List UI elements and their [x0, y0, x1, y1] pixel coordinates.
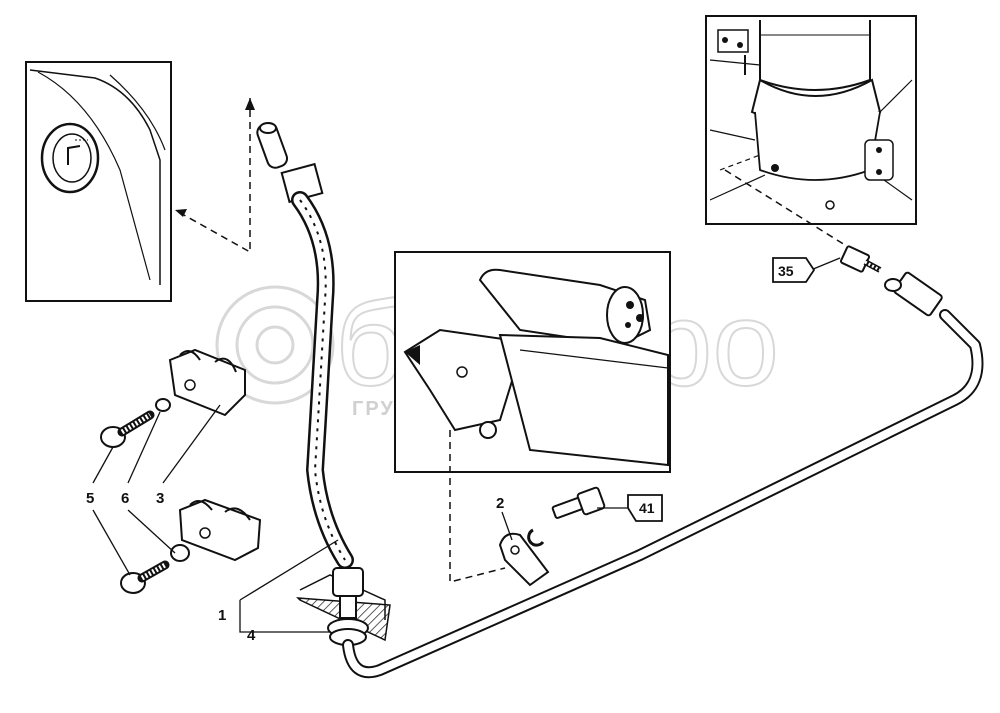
callout-2: 2: [496, 495, 504, 512]
pipe-clip-icon: [498, 532, 550, 587]
ref-41-label: 41: [639, 500, 655, 516]
bulkhead-fitting: [327, 567, 369, 646]
fitting-35: [839, 245, 882, 273]
bulkhead-nut-icon: [332, 567, 364, 597]
clamp-upper: [168, 348, 246, 417]
watermark-logo-icon: [215, 285, 335, 405]
pipe-nut-icon: [893, 271, 943, 317]
callout-5: 5: [86, 490, 94, 507]
starter-body-icon: [498, 333, 669, 467]
inset-engine-filter: [705, 15, 917, 225]
fitting-icon: [839, 245, 871, 273]
filter-icon: [759, 20, 871, 91]
pipe-clip-assembly: [498, 486, 606, 587]
callout-3: 3: [156, 490, 164, 507]
clamp-block-icon-lower: [178, 498, 262, 562]
ref-box-35: 35: [772, 257, 816, 283]
leader-gauge: [174, 98, 251, 254]
ref-35-label: 35: [778, 263, 794, 279]
clamp-lower: [178, 498, 262, 562]
inset-starter-motor: [394, 251, 671, 473]
rigid-pipe: [342, 271, 984, 679]
leader-starter: [449, 430, 506, 583]
ref-box-41: 41: [627, 494, 663, 522]
washer-icon: [527, 528, 545, 547]
washer-icon-upper: [155, 398, 171, 412]
washer-icon-lower: [170, 544, 190, 562]
screw-lower: [120, 544, 190, 594]
flexible-hose: [256, 122, 354, 569]
inset-dashboard-gauge: [25, 61, 172, 302]
screw-upper: [100, 398, 171, 448]
callout-1: 1: [218, 607, 226, 624]
callout-4: 4: [247, 627, 256, 644]
clamp-block-icon: [168, 348, 246, 417]
callout-6: 6: [121, 490, 129, 507]
